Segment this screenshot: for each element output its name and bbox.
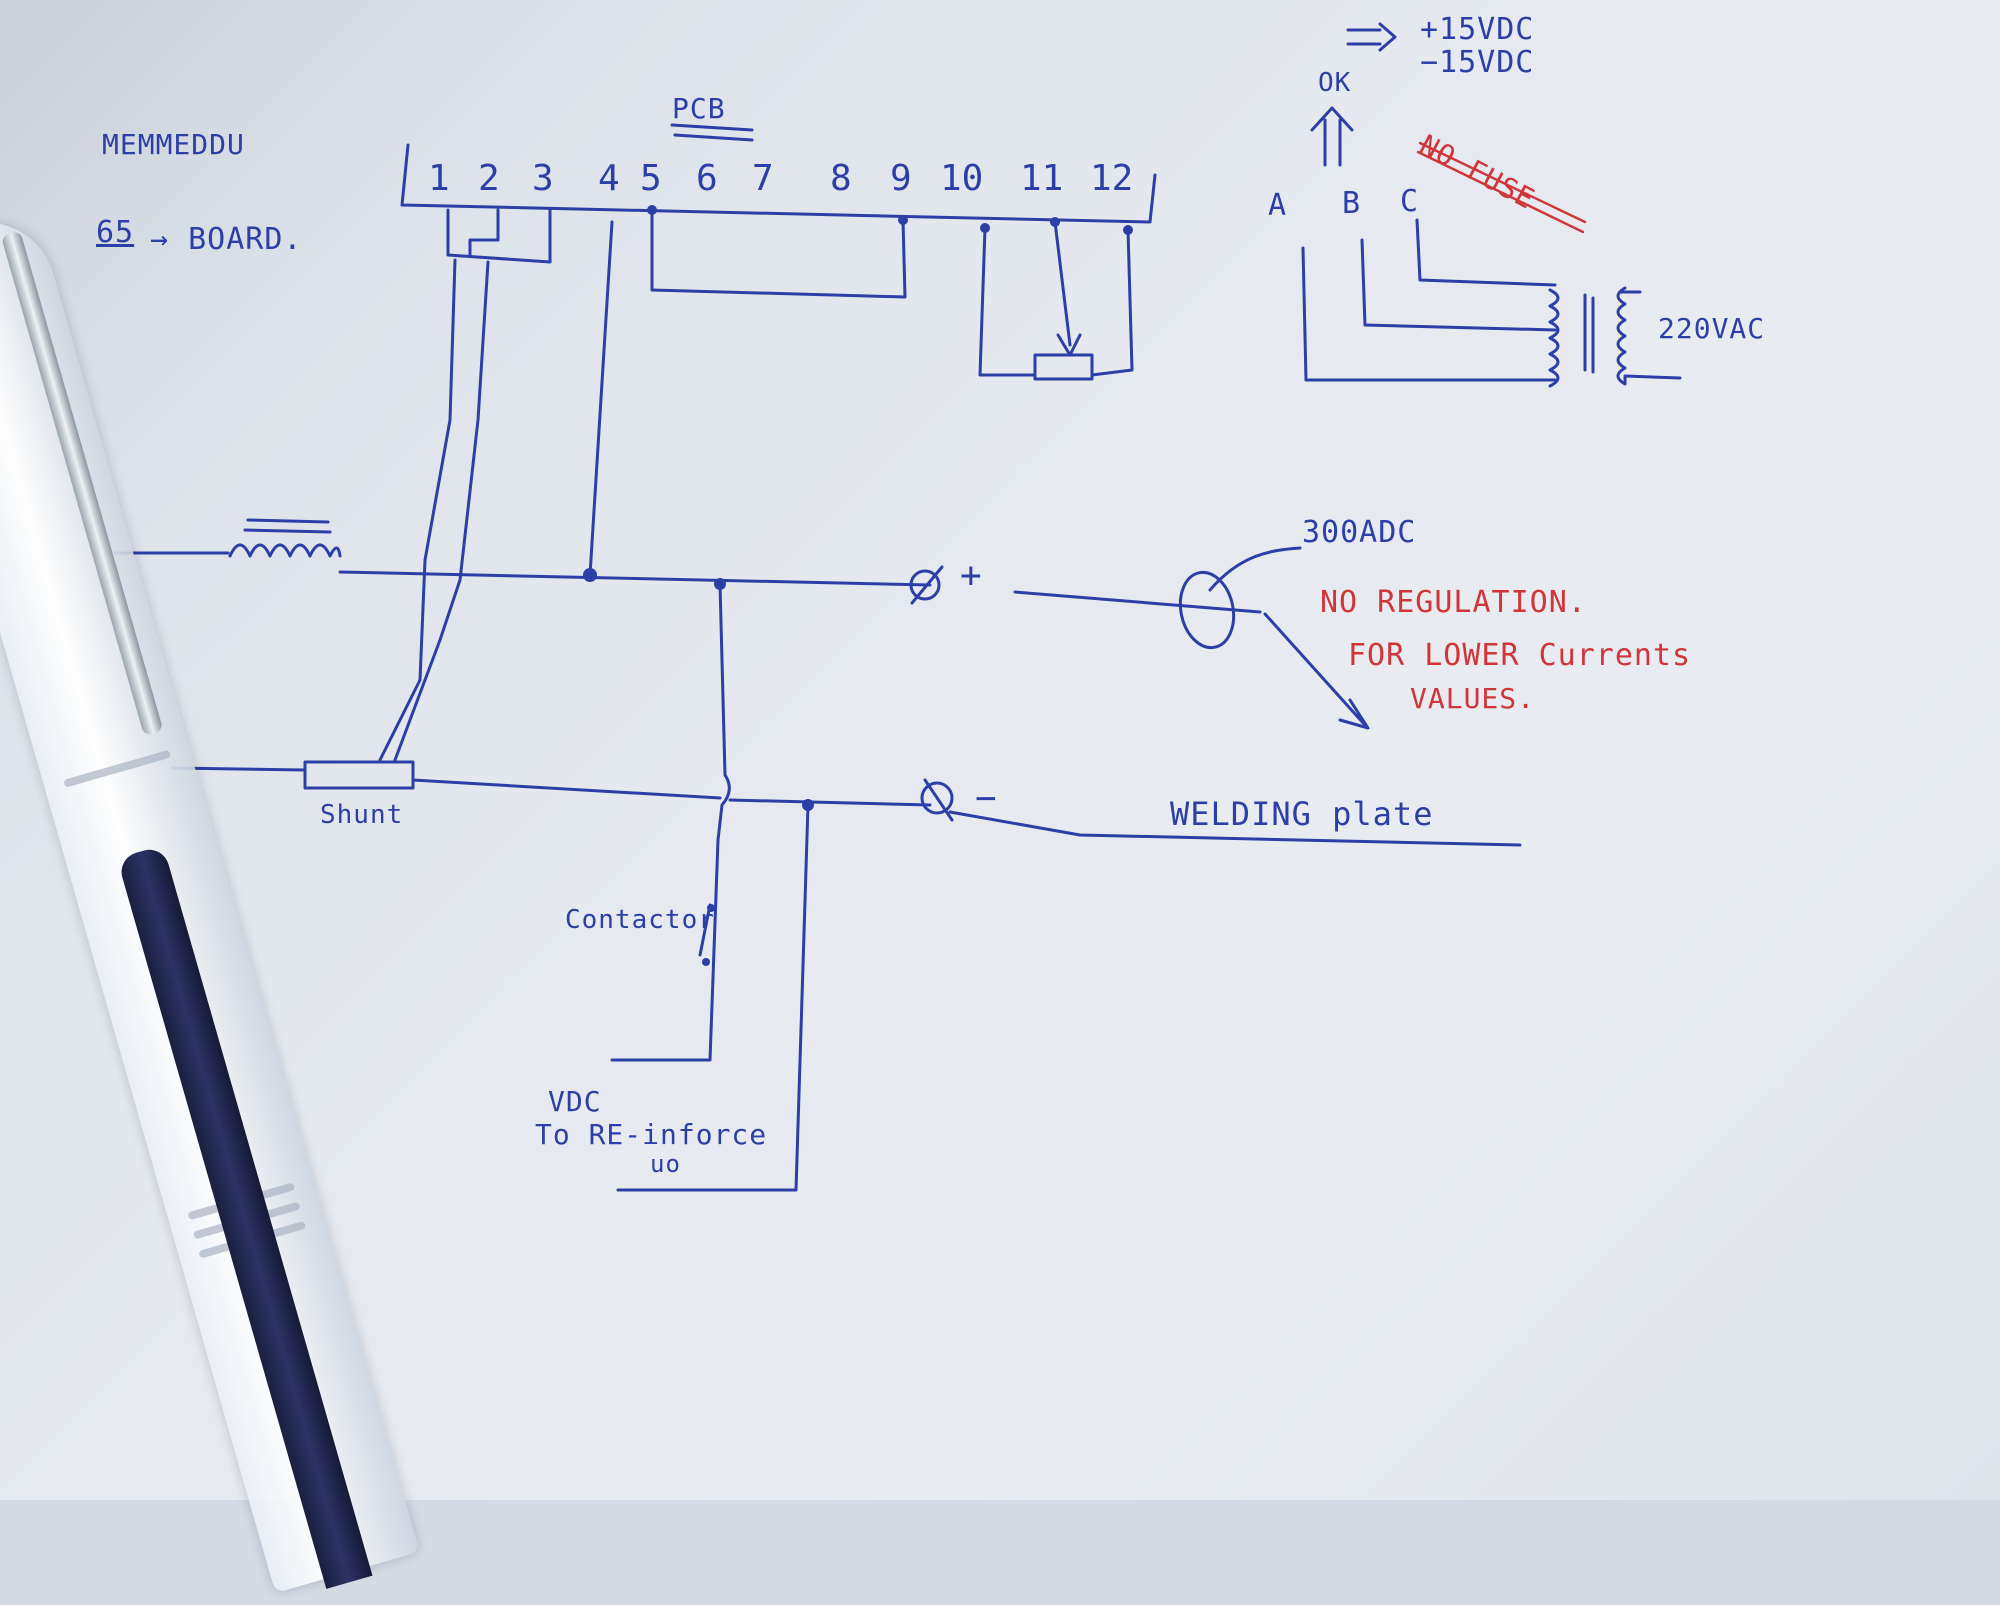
potentiometer-wiper (1053, 220, 1082, 357)
board-number-label: 65 (96, 215, 135, 250)
phase-c-label: C (1400, 184, 1420, 219)
vdc-wire (616, 803, 810, 1192)
regulation-arrow (1263, 612, 1370, 730)
negative-terminal (920, 781, 954, 815)
sense-cable-right (393, 260, 490, 762)
reinforce-label-2: uo (650, 1150, 681, 1178)
contactor-contact (698, 903, 712, 957)
shunt-resistor (303, 760, 415, 790)
pcb-title: PCB (672, 92, 726, 125)
negative-bus (170, 766, 932, 807)
phase-a-wire (1301, 246, 1557, 382)
board-label: → BOARD. (150, 222, 303, 257)
potentiometer-wiring (978, 226, 1134, 377)
inductor-core (243, 518, 332, 534)
positive-bus (113, 551, 932, 587)
potentiometer-body (1033, 353, 1094, 381)
output-current-label: 300ADC (1302, 515, 1417, 550)
phase-b-wire (1360, 238, 1557, 332)
vdc-label: VDC (548, 1085, 602, 1118)
pcb-pin-6: 6 (696, 158, 718, 199)
phase-a-label: A (1268, 188, 1288, 223)
no-fuse-strike-1 (1418, 141, 1587, 224)
values-note: VALUES. (1410, 682, 1536, 715)
pcb-pin-11: 11 (1020, 158, 1064, 199)
pcb-pin-12: 12 (1090, 158, 1134, 199)
pcb-pin-4: 4 (598, 158, 620, 199)
supply-arrow (1346, 22, 1397, 52)
positive-terminal (909, 569, 941, 601)
contactor-label: Contactor (565, 905, 715, 935)
welding-plate-label: WELDING plate (1170, 795, 1434, 833)
shunt-label: Shunt (320, 800, 404, 830)
ok-label: OK (1318, 68, 1352, 98)
crossover-wire (610, 582, 731, 1062)
negative-terminal-label: − (975, 778, 998, 819)
transformer-core (1583, 293, 1595, 374)
lower-currents-note: FOR LOWER Currents (1348, 638, 1692, 673)
no-regulation-note: NO REGULATION. (1320, 585, 1587, 620)
pcb-pin-9: 9 (890, 158, 912, 199)
positive-terminal-label: + (960, 555, 983, 596)
mains-voltage-label: 220VAC (1658, 312, 1766, 345)
pcb-pin-7: 7 (752, 158, 774, 199)
supply-positive-label: +15VDC (1420, 12, 1535, 47)
output-cable (1013, 590, 1262, 614)
phase-c-wire (1415, 218, 1557, 287)
pcb-title-underline (670, 123, 754, 142)
pins-1-3-bracket (446, 208, 552, 264)
circuit-sketch (113, 22, 1682, 1192)
welding-plate-cable (948, 810, 1522, 847)
pcb-pin-10: 10 (940, 158, 984, 199)
ok-up-arrow (1310, 106, 1354, 167)
pin-4-wire (588, 220, 614, 577)
engineer-name-label: MEMMEDDU (102, 128, 245, 161)
pcb-pin-8: 8 (830, 158, 852, 199)
reinforce-label-1: To RE-inforce (535, 1118, 768, 1151)
current-sensor (1178, 570, 1236, 650)
transformer-secondary (1616, 286, 1682, 386)
sense-cable-left (378, 258, 457, 762)
pcb-pin-1: 1 (428, 158, 450, 199)
no-fuse-strike-2 (1416, 150, 1585, 234)
supply-negative-label: −15VDC (1420, 45, 1535, 80)
pins-5-9-jumper (650, 208, 907, 299)
pcb-pin-5: 5 (640, 158, 662, 199)
sensor-callout (1208, 546, 1302, 592)
transformer-primary (1548, 288, 1560, 388)
pcb-pin-2: 2 (478, 158, 500, 199)
pcb-pin-3: 3 (532, 158, 554, 199)
phase-b-label: B (1342, 186, 1362, 221)
pcb-terminal-strip (400, 143, 1157, 224)
inductor-coil (228, 543, 342, 558)
